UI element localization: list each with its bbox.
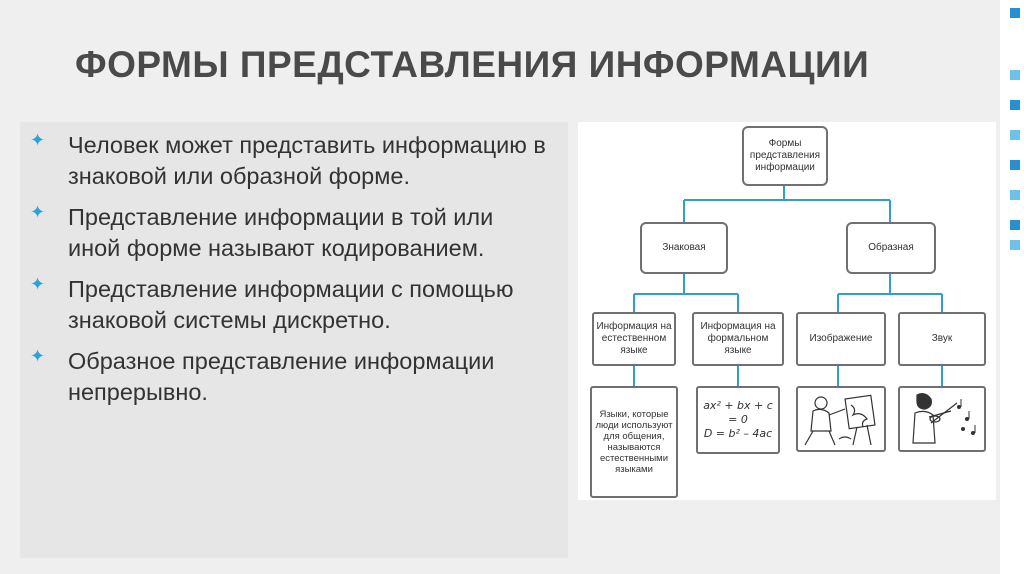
four-point-star-icon: ✦ — [30, 274, 46, 294]
slide-title: ФОРМЫ ПРЕДСТАВЛЕНИЯ ИНФОРМАЦИИ — [75, 44, 870, 85]
connector-lines — [633, 186, 943, 386]
node-formal-language: Информация на формальном языке — [692, 312, 784, 366]
formula-line: D = b² – 4ac — [703, 427, 773, 440]
node-natural-description: Языки, которые люди используют для общен… — [590, 386, 678, 498]
accent-square — [1010, 130, 1020, 140]
accent-square — [1010, 240, 1020, 250]
bullet-item: ✦ Представление информации с помощью знак… — [30, 274, 550, 336]
bullet-item: ✦ Человек может представить информацию в … — [30, 130, 550, 192]
bullet-text: Человек может представить информацию в з… — [68, 132, 546, 189]
node-natural-language: Информация на естественном языке — [592, 312, 676, 366]
accent-square — [1010, 8, 1020, 18]
accent-square — [1010, 220, 1020, 230]
painter-icon — [804, 394, 876, 446]
bullet-text: Образное представление информации непрер… — [68, 348, 495, 405]
node-sound: Звук — [898, 312, 986, 366]
accent-square — [1010, 190, 1020, 200]
accent-square — [1010, 100, 1020, 110]
node-root: Формы представления информации — [742, 126, 828, 186]
node-image: Образная — [846, 222, 936, 274]
four-point-star-icon: ✦ — [30, 202, 46, 222]
bullet-item: ✦ Представление информации в той или иной… — [30, 202, 550, 264]
bullet-text: Представление информации с помощью знако… — [68, 276, 514, 333]
accent-square — [1010, 160, 1020, 170]
node-sign: Знаковая — [640, 222, 728, 274]
bullet-item: ✦ Образное представление информации непре… — [30, 346, 550, 408]
accent-square — [1010, 70, 1020, 80]
bullet-list: ✦ Человек может представить информацию в … — [30, 130, 550, 418]
violinist-illustration — [898, 386, 986, 452]
formula-line: ax² + bx + c = 0 — [703, 399, 773, 426]
node-formula: ax² + bx + c = 0 D = b² – 4ac — [696, 386, 780, 454]
four-point-star-icon: ✦ — [30, 130, 46, 150]
classification-diagram: Формы представления информации Знаковая … — [578, 122, 996, 500]
right-accent-strip — [1000, 0, 1024, 574]
violinist-icon — [912, 393, 976, 444]
bullet-text: Представление информации в той или иной … — [68, 204, 494, 261]
four-point-star-icon: ✦ — [30, 346, 46, 366]
text-panel — [20, 122, 568, 558]
node-picture: Изображение — [796, 312, 886, 366]
painter-illustration — [796, 386, 886, 452]
